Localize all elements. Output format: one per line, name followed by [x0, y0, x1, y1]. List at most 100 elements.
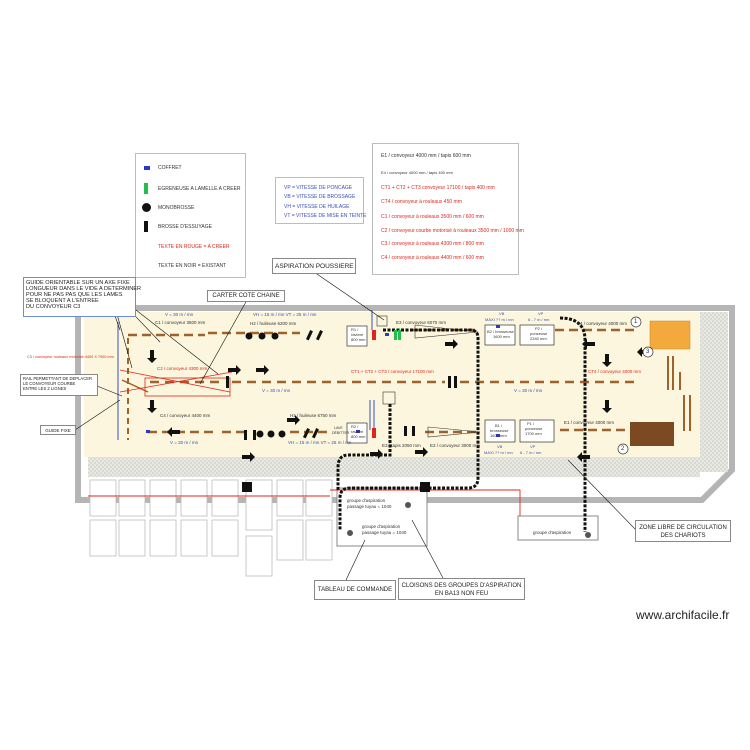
legend-black-text: TEXTE EN NOIR = EXISTANT [158, 263, 227, 269]
list-e1: E1 / convoyeur 4000 mm / tapis 600 mm [381, 153, 471, 159]
zone-line-1: ZONE LIBRE DE CIRCULATION [639, 525, 727, 531]
marker-1: 1 [634, 319, 638, 325]
wood-stack-2 [630, 422, 674, 446]
label-b2-1: B2 / brosseuse [487, 329, 514, 334]
list-c3: C3 / convoyeur à rouleaux 4300 mm / 800 … [381, 241, 484, 247]
label-vh-vt-top: VH = 15 m / mn VT = 25 m / mn [253, 312, 317, 317]
label-c4: C4 / convoyeur 4400 mm [160, 413, 211, 418]
label-r1-1: R1 / [351, 327, 359, 332]
label-groupe2-1: groupe d'aspiration [362, 524, 401, 529]
label-vp-bot: VP [530, 444, 536, 449]
label-b1-2: brosseuse [490, 428, 509, 433]
list-c1: C1 / convoyeur à rouleaux 3500 mm / 600 … [381, 214, 484, 220]
label-groupe1-1: groupe d'aspiration [347, 498, 386, 503]
monobrosse-icon [142, 203, 151, 212]
label-v30-top: V = 30 m / mn [165, 312, 194, 317]
label-v30-right: V = 30 m / mn [514, 388, 543, 393]
label-p2-2: ponceuse [530, 331, 548, 336]
rail-line-3: ENTRE LES 2 LIGNES [23, 386, 67, 391]
curved-conveyor-c3b [121, 379, 149, 393]
callout-zone: ZONE LIBRE DE CIRCULATION DES CHARIOTS [635, 520, 731, 542]
label-lavage-1: LAVE [334, 426, 343, 430]
callout-aspiration: ASPIRATION POUSSIERE [272, 258, 356, 274]
label-vb-top: VB [499, 311, 505, 316]
monobrosse-group [245, 332, 286, 438]
egreneuse-group [372, 330, 401, 438]
label-groupe2-2: passage tuyau = 1040 [362, 530, 407, 535]
label-c2: C2 / convoyeur 4300 mm [157, 366, 208, 371]
callout-guide-fixe: GUIDE FIXE [40, 425, 76, 435]
label-e4: E4 / convoyeur 4000 mm [577, 321, 628, 326]
suction-room-1 [336, 487, 428, 547]
label-h2: H2 / huileuse 6200 mm [250, 321, 297, 326]
plank-stacks [667, 356, 691, 431]
label-groupe3: groupe d'aspiration [533, 530, 572, 535]
label-b1-3: 1600 mm [490, 433, 507, 438]
label-c1: C1 / convoyeur 3500 mm [155, 320, 206, 325]
label-vp-bot-speed: 6 - 7 m / mn [520, 450, 542, 455]
label-p1-1: P1 / [527, 421, 535, 426]
label-ct: CT1 + CT2 + CT3 / convoyeur 17100 mm [351, 369, 434, 374]
label-vb-bot: VB [497, 444, 503, 449]
label-e3-top: E3 / convoyeur 6070 mm [396, 320, 447, 325]
list-ct4: CT4 / convoyeur à rouleaux 450 mm [381, 199, 462, 205]
zone-line-2: DES CHARIOTS [660, 533, 706, 539]
rail-line-1: RAIL PERMETTANT DE DEPLACER [23, 376, 93, 381]
guide-line-2: LONGUEUR DANS LE VIDE A DETERMINER [26, 286, 142, 292]
circulation-zone [88, 457, 700, 477]
label-vp-top: VP [538, 311, 544, 316]
legend-egreneuse: EGRENEUSE A LAMELLE A CREER [158, 186, 241, 192]
cloisons-line-2: EN BA13 NON FEU [434, 591, 489, 597]
flow-arrows [147, 339, 650, 462]
speed-vb: VB = VITESSE DE BROSSAGE [284, 194, 356, 200]
control-box [242, 482, 252, 492]
wood-stack-1 [649, 320, 691, 350]
outer-wall [75, 305, 735, 503]
label-p2-1: P2 / [535, 326, 543, 331]
rail-lines [119, 369, 233, 397]
red-supply-line [88, 489, 521, 516]
label-p1-3: 1700 mm [525, 431, 542, 436]
label-c3-side: C3 / convoyeur rouleaux motorisé 4400 X … [27, 355, 114, 359]
speed-vt: VT = VITESSE DE MISE EN TEINTE [284, 213, 367, 219]
list-ct: CT1 + CT2 + CT3 convoyeur 17100 / tapis … [381, 185, 495, 191]
guide-line-1: GUIDE ORIENTABLE SUR UN AXE FIXE [26, 280, 130, 286]
label-ct4: CT4 / convoyeur 4000 mm [588, 369, 642, 374]
legend-box: COFFRET EGRENEUSE A LAMELLE A CREER MONO… [135, 153, 246, 278]
workshop-floor [84, 312, 701, 457]
list-c2: C2 / convoyeur courbe motorisé à rouleau… [381, 228, 524, 234]
right-hatched-wall [700, 312, 728, 472]
brush-group [226, 330, 457, 440]
legend-monobrosse: MONOBROSSE [158, 205, 195, 211]
label-vp-top-speed: 6 - 7 m / mn [528, 317, 550, 322]
marker-circles [617, 316, 654, 455]
label-r1-3: 800 mm [351, 337, 366, 342]
storage-racks [89, 479, 333, 577]
label-lavage-2: DÉBITTER [332, 431, 350, 435]
coffret-icon [144, 166, 150, 170]
label-groupe1-2: passage tuyau = 1040 [347, 504, 392, 509]
label-e3-bot: E3 / tapis 2050 mm [382, 443, 421, 448]
label-r2-3: 800 mm [351, 434, 366, 439]
marker-3: 3 [646, 349, 650, 355]
blue-guides [117, 310, 375, 440]
egreneuse-icon [144, 183, 148, 194]
duct-end-1 [405, 502, 411, 508]
watermark: www.archifacile.fr [636, 608, 730, 622]
legend-coffret: COFFRET [158, 165, 182, 171]
speed-vp: VP = VITESSE DE PONCAGE [284, 185, 353, 191]
callout-carter: CARTER COTE CHAINE [207, 290, 285, 302]
duct-end-3 [585, 532, 591, 538]
rail-line-2: LE CONVOYEUR COURBE [23, 381, 76, 386]
label-v30-mid: V = 30 m / mn [262, 388, 291, 393]
label-p2-3: 2340 mm [530, 336, 547, 341]
callout-rail: RAIL PERMETTANT DE DEPLACER LE CONVOYEUR… [20, 374, 98, 396]
conveyor-list-box: E1 / convoyeur 4000 mm / tapis 600 mm E4… [372, 143, 524, 275]
label-b1-1: B1 / [495, 423, 503, 428]
label-p1-2: ponceuse [525, 426, 543, 431]
brush-icon [144, 221, 148, 232]
machines [346, 324, 555, 444]
cloisons-line-1: CLOISONS DES GROUPES D'ASPIRATION [401, 583, 522, 589]
legend-brosse: BROSSE D'ESSUYAGE [158, 224, 212, 230]
